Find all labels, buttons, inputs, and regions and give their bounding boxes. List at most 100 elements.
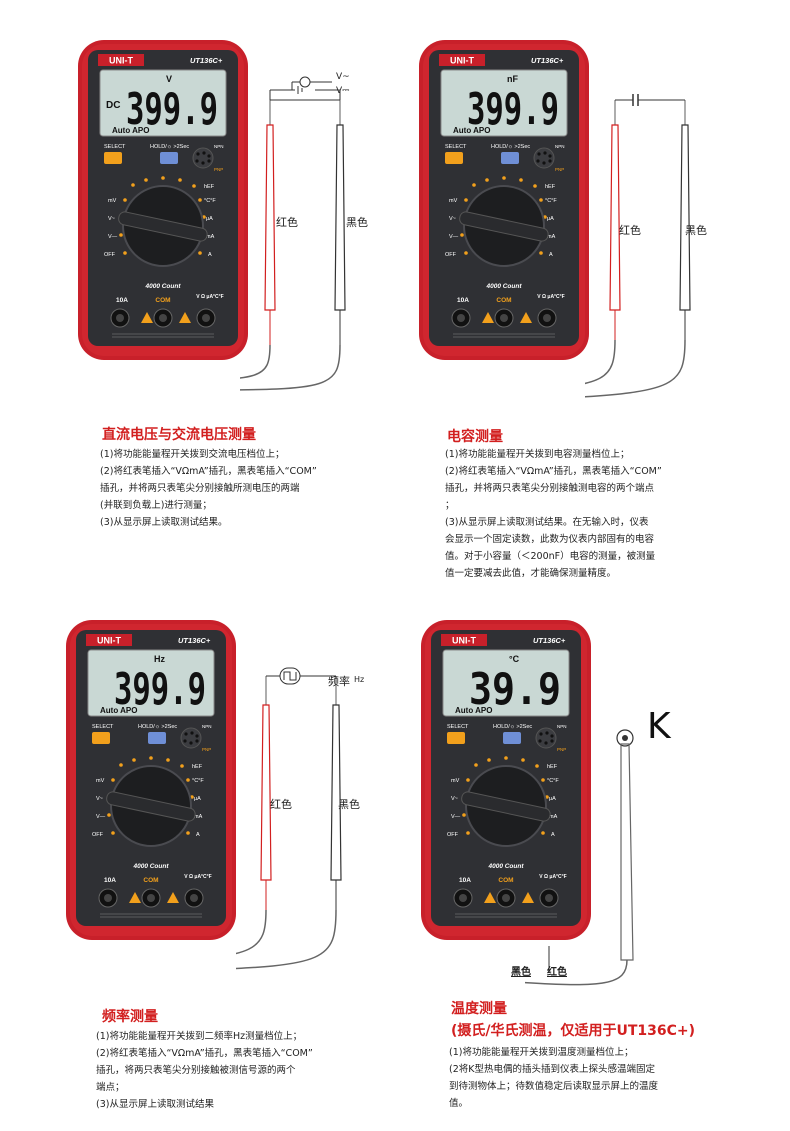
instruction-line: (1)将功能能量程开关拨到交流电压档位上； bbox=[100, 449, 285, 460]
dial-label: OFF bbox=[104, 252, 116, 258]
source-label-ac: V~ bbox=[336, 72, 350, 82]
lcd-screen bbox=[99, 69, 227, 137]
npn-label: NPN bbox=[555, 144, 565, 149]
dial-label: V— bbox=[451, 814, 461, 820]
hfe-label: hEF bbox=[545, 184, 556, 190]
dial-knob bbox=[461, 791, 551, 822]
panel-temperature: UNI-T UT136C+ °C 39.9 Auto APO SELECT HO… bbox=[395, 600, 790, 1131]
dial-label: mV bbox=[96, 778, 105, 784]
dial-label: A bbox=[208, 252, 212, 258]
dial-label: μA bbox=[547, 216, 554, 222]
hfe-label: hEF bbox=[192, 764, 203, 770]
dial-label: OFF bbox=[92, 832, 104, 838]
dial-label: mA bbox=[547, 234, 556, 240]
panel-frequency: UNI-T UT136C+ Hz 399.9 Auto APO SELECT H… bbox=[0, 600, 395, 1131]
test-leads-3 bbox=[236, 667, 342, 970]
dial-label: V~ bbox=[449, 216, 456, 222]
model-label: UT136C+ bbox=[531, 56, 564, 65]
section-title: 直流电压与交流电压测量 bbox=[102, 427, 256, 443]
count-label: 4000 Count bbox=[485, 283, 522, 290]
select-label: SELECT bbox=[445, 144, 467, 150]
instruction-line: 插孔，并将两只表笔尖分别接触测电容的两个端点 bbox=[445, 483, 655, 494]
dial-label: A bbox=[549, 252, 553, 258]
instruction-list: (1)将功能能量程开关拨到电容测量档位上； (2)将红表笔插入“VΩmA”插孔，… bbox=[445, 446, 785, 582]
lcd-auto-apo: Auto APO bbox=[453, 126, 490, 135]
instruction-list: (1)将功能能量程开关拨到温度测量档位上； (2将K型热电偶的插头插到仪表上探头… bbox=[449, 1044, 779, 1112]
dial-label: A bbox=[551, 832, 555, 838]
multimeter-3: UNI-T UT136C+ Hz 399.9 Auto APO SELECT H… bbox=[66, 620, 236, 940]
source-label-dc: V⎓ bbox=[336, 86, 350, 96]
dial-label: V— bbox=[449, 234, 459, 240]
frequency-label: 频率 bbox=[328, 675, 350, 688]
black-lead-label: 黑色 bbox=[338, 798, 360, 811]
dial-label: °C°F bbox=[192, 778, 204, 784]
lcd-unit: nF bbox=[507, 74, 518, 84]
jack-com-label: COM bbox=[496, 297, 511, 304]
count-label: 4000 Count bbox=[132, 863, 169, 870]
count-label: 4000 Count bbox=[144, 283, 181, 290]
brand-logo: UNI-T bbox=[97, 636, 121, 646]
black-lead-label: 黑色 bbox=[511, 967, 531, 978]
brand-logo: UNI-T bbox=[450, 56, 474, 66]
hfe-label: hEF bbox=[547, 764, 558, 770]
multimeter-4: UNI-T UT136C+ °C 39.9 Auto APO SELECT HO… bbox=[421, 620, 591, 940]
lcd-reading: 399.9 bbox=[114, 664, 206, 715]
jack-10a-label: 10A bbox=[457, 297, 469, 304]
lcd-auto-apo: Auto APO bbox=[112, 126, 149, 135]
jack-v-label: V Ω μA°C°F bbox=[539, 874, 566, 880]
instruction-line: (2)将红表笔插入“VΩmA”插孔，黑表笔插入“COM” bbox=[100, 466, 317, 477]
dial-label: mA bbox=[194, 814, 203, 820]
instruction-line: (2)将红表笔插入“VΩmA”插孔，黑表笔插入“COM” bbox=[445, 466, 662, 477]
hold-button bbox=[501, 152, 519, 164]
instruction-line: (1)将功能能量程开关拨到电容测量档位上； bbox=[445, 449, 630, 460]
panel-dc-ac-voltage: UNI-T UT136C+ DC V 399.9 Auto APO SELECT… bbox=[0, 0, 395, 560]
jack-10a-label: 10A bbox=[104, 877, 116, 884]
dial-label: mV bbox=[449, 198, 458, 204]
black-lead-label: 黑色 bbox=[346, 216, 368, 229]
hfe-label: hEF bbox=[204, 184, 215, 190]
instruction-line: 值一定要减去此值，才能确保测量精度。 bbox=[445, 568, 617, 579]
select-button bbox=[92, 732, 110, 744]
dial-label: V— bbox=[96, 814, 106, 820]
black-lead-label: 黑色 bbox=[685, 224, 707, 237]
multimeter-1: UNI-T UT136C+ DC V 399.9 Auto APO SELECT… bbox=[78, 40, 248, 360]
dial-label: μA bbox=[206, 216, 213, 222]
hold-label: HOLD/☼ >2Sec bbox=[138, 724, 177, 730]
instruction-line: 到待测物体上；待数值稳定后读取显示屏上的温度 bbox=[449, 1081, 659, 1092]
dial-label: OFF bbox=[445, 252, 457, 258]
dial-label: V~ bbox=[108, 216, 115, 222]
dial-label: A bbox=[196, 832, 200, 838]
dial-label: °C°F bbox=[547, 778, 559, 784]
jack-10a-label: 10A bbox=[116, 297, 128, 304]
panel-capacitance: UNI-T UT136C+ nF 399.9 Auto APO SELECT H… bbox=[395, 0, 790, 600]
red-lead-label: 红色 bbox=[276, 216, 298, 229]
pnp-label: PNP bbox=[555, 167, 564, 172]
instruction-line: 插孔，将两只表笔尖分别接触被测信号源的两个 bbox=[96, 1065, 296, 1076]
instruction-line: (3)从显示屏上读取测试结果。 bbox=[100, 517, 228, 528]
pnp-label: PNP bbox=[557, 747, 566, 752]
hold-button bbox=[160, 152, 178, 164]
lcd-unit: °C bbox=[509, 654, 520, 664]
jack-com-label: COM bbox=[143, 877, 158, 884]
jack-v-label: V Ω μA°C°F bbox=[184, 874, 211, 880]
instruction-line: (3)从显示屏上读取测试结果。在无输入时，仪表 bbox=[445, 517, 649, 528]
instruction-line: (3)从显示屏上读取测试结果 bbox=[96, 1099, 214, 1110]
hold-button bbox=[148, 732, 166, 744]
brand-logo: UNI-T bbox=[109, 56, 133, 66]
select-label: SELECT bbox=[447, 724, 469, 730]
dial-label: °C°F bbox=[545, 198, 557, 204]
lcd-unit: V bbox=[166, 74, 172, 84]
dial-label: °C°F bbox=[204, 198, 216, 204]
lcd-reading: 399.9 bbox=[467, 84, 559, 135]
jack-v-label: V Ω μA°C°F bbox=[196, 294, 223, 300]
model-label: UT136C+ bbox=[190, 56, 223, 65]
section-title: 电容测量 bbox=[447, 429, 503, 445]
model-label: UT136C+ bbox=[178, 636, 211, 645]
jack-v-label: V Ω μA°C°F bbox=[537, 294, 564, 300]
multimeter-2: UNI-T UT136C+ nF 399.9 Auto APO SELECT H… bbox=[419, 40, 589, 360]
dial-label: mA bbox=[206, 234, 215, 240]
red-lead-label: 红色 bbox=[270, 798, 292, 811]
instruction-line: 插孔，并将两只表笔尖分别接触所测电压的两端 bbox=[100, 483, 300, 494]
instruction-line: 会显示一个固定读数，此数为仪表内部固有的电容 bbox=[445, 534, 655, 545]
dial-label: mV bbox=[451, 778, 460, 784]
